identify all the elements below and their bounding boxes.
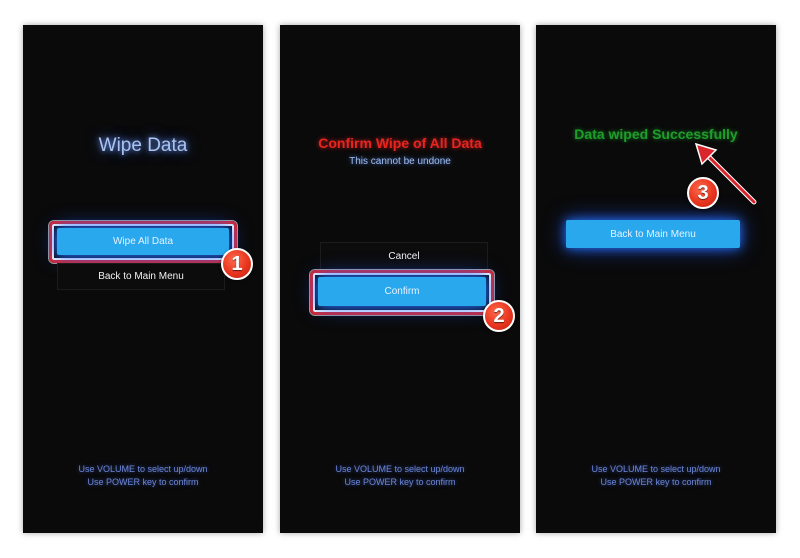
page-title: Confirm Wipe of All Data [318, 135, 482, 151]
hint-volume: Use VOLUME to select up/down [335, 464, 465, 474]
hint-text: Use VOLUME to select up/down Use POWER k… [536, 463, 776, 489]
step-2-badge-icon: 2 [483, 300, 515, 332]
success-title: Data wiped Successfully [574, 126, 738, 142]
cancel-button[interactable]: Cancel [320, 242, 488, 270]
hint-volume: Use VOLUME to select up/down [78, 464, 208, 474]
hint-power: Use POWER key to confirm [87, 477, 199, 487]
hint-power: Use POWER key to confirm [600, 477, 712, 487]
hint-text: Use VOLUME to select up/down Use POWER k… [23, 463, 263, 489]
hint-text: Use VOLUME to select up/down Use POWER k… [280, 463, 520, 489]
step-1-badge-icon: 1 [221, 248, 253, 280]
highlight-frame [310, 270, 494, 315]
hint-volume: Use VOLUME to select up/down [591, 464, 721, 474]
wipe-all-data-button[interactable]: Wipe All Data [57, 228, 229, 255]
hint-power: Use POWER key to confirm [344, 477, 456, 487]
page-title: Wipe Data [98, 135, 188, 156]
red-arrow-icon [694, 142, 757, 205]
recovery-screen-confirm-wipe: Confirm Wipe of All Data This cannot be … [280, 25, 520, 533]
recovery-screen-wipe-success: Data wiped Successfully Back to Main Men… [536, 25, 776, 533]
step-3-badge-icon: 3 [687, 177, 719, 209]
back-to-main-menu-button[interactable]: Back to Main Menu [566, 220, 740, 248]
highlight-frame [49, 221, 237, 263]
confirm-button[interactable]: Confirm [318, 277, 486, 306]
warning-subtitle: This cannot be undone [349, 156, 451, 167]
recovery-screen-wipe-data: Wipe Data Wipe All Data Back to Main Men… [23, 25, 263, 533]
back-to-main-menu-button[interactable]: Back to Main Menu [57, 263, 225, 290]
